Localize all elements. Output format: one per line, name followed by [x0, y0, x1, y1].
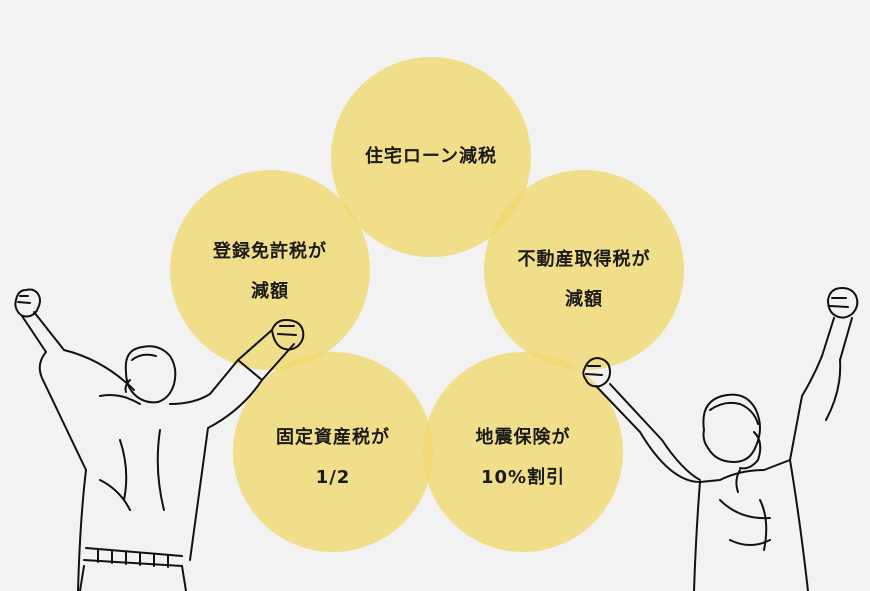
label-line1: 固定資産税が [276, 427, 390, 448]
label-mortgage-tax-cut: 住宅ローン減税 [331, 137, 531, 177]
label-line1: 登録免許税が [213, 241, 327, 262]
label-line1: 不動産取得税が [517, 249, 651, 270]
label-line2: 減額 [565, 289, 603, 310]
label-line1: 地震保険が [475, 427, 571, 448]
label-registration-tax: 登録免許税が 減額 [170, 232, 370, 312]
circle-acquisition-tax [484, 170, 684, 370]
label-property-tax: 固定資産税が 1/2 [233, 418, 433, 498]
label-acquisition-tax: 不動産取得税が 減額 [484, 240, 684, 320]
circle-property-tax [233, 352, 433, 552]
label-line2: 10%割引 [480, 467, 566, 488]
label-earthquake-insurance: 地震保険が 10%割引 [423, 418, 623, 498]
label-line2: 1/2 [315, 467, 351, 488]
label-line2: 減額 [251, 281, 289, 302]
circle-registration-tax [170, 170, 370, 370]
label-line1: 住宅ローン減税 [364, 146, 498, 167]
